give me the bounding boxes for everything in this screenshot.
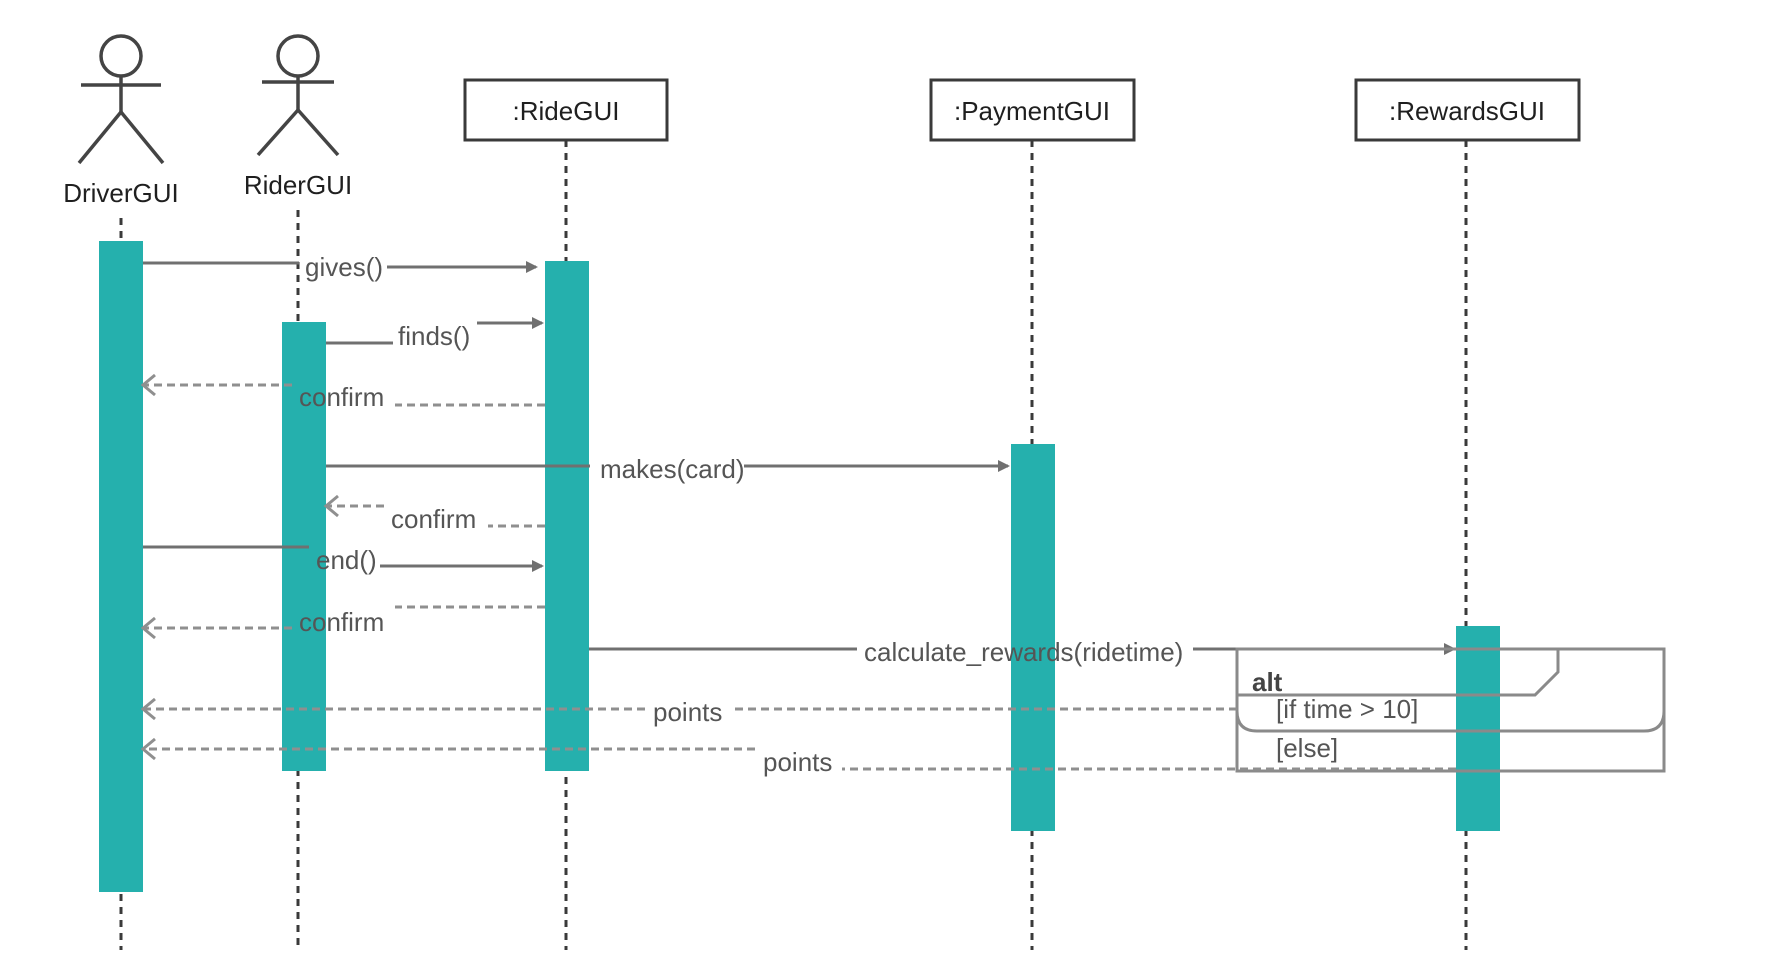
alt-keyword: alt bbox=[1252, 667, 1283, 697]
message-label-end: end() bbox=[316, 545, 377, 575]
actor-driver[interactable] bbox=[77, 34, 165, 165]
message-confirm-1[interactable] bbox=[140, 373, 545, 407]
message-label-confirm-2: confirm bbox=[391, 504, 476, 534]
object-payment[interactable]: :PaymentGUI bbox=[929, 78, 1136, 142]
message-calculate-rewards[interactable]: calculate_rewards(ridetime) bbox=[589, 637, 1456, 667]
activation-payment bbox=[1011, 444, 1055, 831]
alt-guard-else: [else] bbox=[1276, 733, 1338, 763]
object-label-payment: :PaymentGUI bbox=[954, 96, 1110, 126]
object-label-ride: :RideGUI bbox=[513, 96, 620, 126]
message-makes[interactable]: makes(card) bbox=[326, 454, 1010, 484]
message-label-points-2: points bbox=[763, 747, 832, 777]
object-ride[interactable]: :RideGUI bbox=[463, 78, 669, 142]
activation-driver bbox=[99, 241, 143, 892]
message-label-makes: makes(card) bbox=[600, 454, 744, 484]
actor-label-rider: RiderGUI bbox=[244, 170, 352, 200]
message-label-confirm-3: confirm bbox=[299, 607, 384, 637]
message-end[interactable]: end() bbox=[143, 545, 544, 575]
message-confirm-3[interactable] bbox=[140, 605, 545, 640]
message-label-gives: gives() bbox=[305, 252, 383, 282]
message-label-finds: finds() bbox=[398, 321, 470, 351]
message-label-confirm-1: confirm bbox=[299, 382, 384, 412]
object-label-rewards: :RewardsGUI bbox=[1389, 96, 1545, 126]
alt-guard-if: [if time > 10] bbox=[1276, 694, 1418, 724]
actor-label-driver: DriverGUI bbox=[63, 178, 179, 208]
message-gives[interactable]: gives() bbox=[143, 252, 538, 282]
message-label-points-1: points bbox=[653, 697, 722, 727]
actor-rider[interactable] bbox=[256, 34, 340, 157]
message-label-calculate-rewards: calculate_rewards(ridetime) bbox=[864, 637, 1183, 667]
activation-rewards bbox=[1456, 626, 1500, 831]
activations bbox=[99, 241, 1500, 892]
object-rewards[interactable]: :RewardsGUI bbox=[1354, 78, 1581, 142]
message-confirm-2[interactable] bbox=[323, 494, 545, 528]
actor-head bbox=[99, 34, 143, 78]
message-points-1[interactable] bbox=[140, 697, 1237, 721]
message-finds[interactable]: finds() bbox=[326, 317, 544, 351]
activation-ride bbox=[545, 261, 589, 771]
message-points-2[interactable] bbox=[140, 737, 1456, 771]
actor-head bbox=[276, 34, 320, 78]
